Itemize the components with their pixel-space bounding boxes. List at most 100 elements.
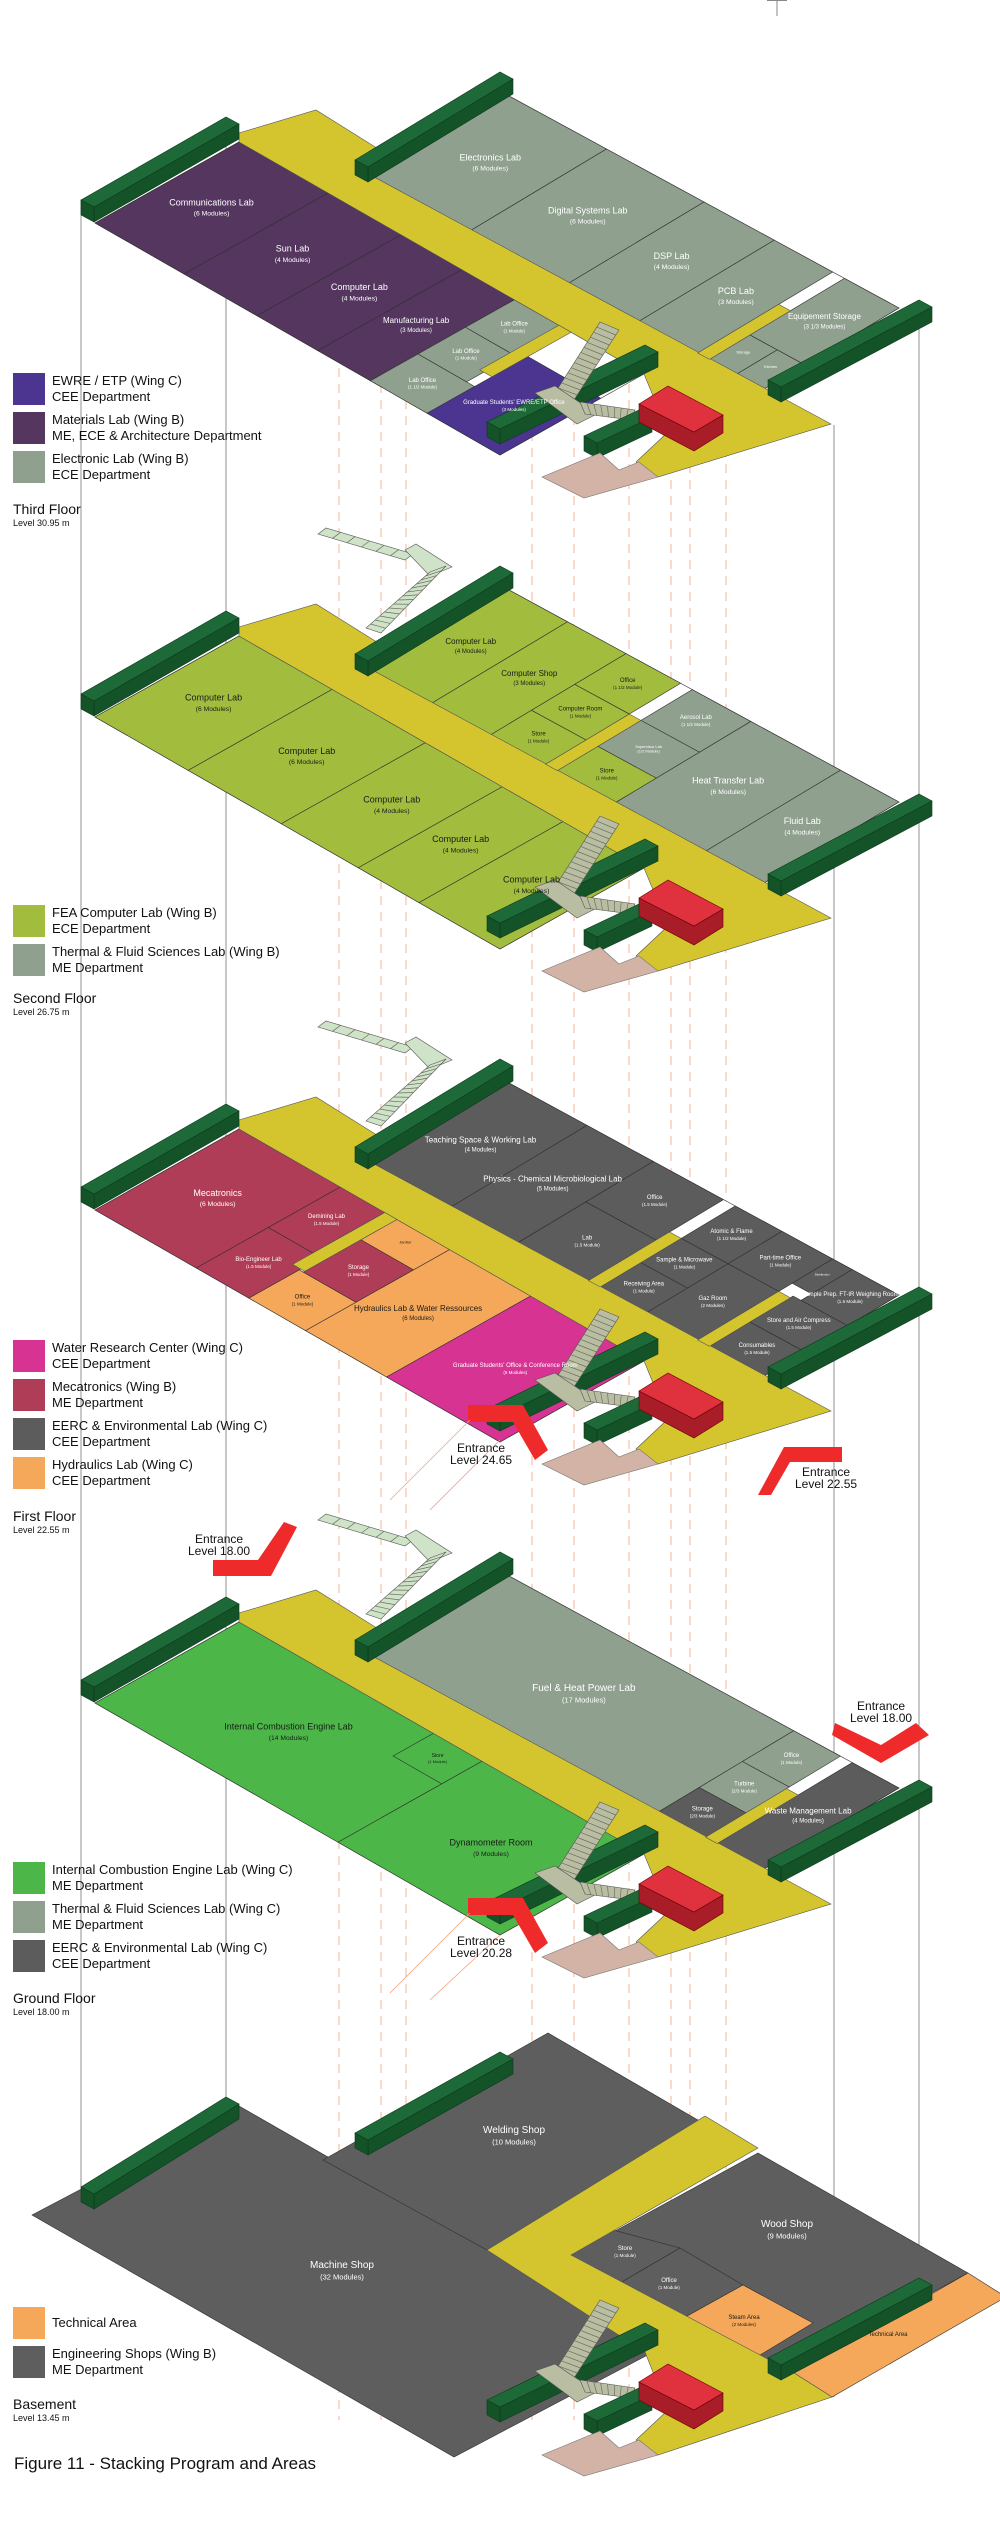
room-size: (1.5 Module) xyxy=(575,1242,601,1247)
legend-label: Thermal & Fluid Sciences Lab (Wing B) xyxy=(52,944,280,959)
legend-department: ME, ECE & Architecture Department xyxy=(52,428,262,443)
entrance-guide-line xyxy=(429,1439,501,1511)
room-label: Physics - Chemical Microbiological Lab(5… xyxy=(483,1175,622,1193)
stair-step xyxy=(561,1862,581,1871)
room-name: Atomic & Flame xyxy=(710,1229,753,1235)
room-label: Computer Lab (4 Modules) xyxy=(445,637,496,655)
legend-text: EWRE / ETP (Wing C)CEE Department xyxy=(52,373,182,405)
room-label: Internal Combustion Engine Lab(14 Module… xyxy=(224,1721,353,1741)
entrance-level: Level 24.65 xyxy=(450,1453,513,1467)
room-label: Heat Transfer Lab(6 Modules) xyxy=(692,776,764,796)
corridor-branch xyxy=(587,1231,682,1288)
stair-step xyxy=(407,589,423,593)
room-label: Sample & Microwave(1 Module) xyxy=(656,1257,713,1269)
room-size: (6 Modules) xyxy=(289,759,325,766)
corridor-branch xyxy=(697,1291,792,1347)
stair-step xyxy=(587,1821,607,1831)
corridor-branch xyxy=(697,304,792,360)
stair-step xyxy=(416,580,433,585)
room-size: (1.5 Module) xyxy=(786,1325,812,1330)
room-name: Graduate Students' Office & Conference R… xyxy=(453,1363,578,1369)
upper-wall-end xyxy=(354,1639,369,1663)
legend-text: Thermal & Fluid Sciences Lab (Wing C)ME … xyxy=(52,1901,280,1933)
room-label: Technical Area xyxy=(868,2332,908,2338)
room-size: (4 Modules) xyxy=(654,264,690,271)
room-name: Turbine xyxy=(734,1781,755,1787)
room-name: Lab Office xyxy=(501,322,529,328)
room-label: Hydraulics Lab & Water Ressources(6 Modu… xyxy=(354,1304,482,1322)
stair-step xyxy=(388,607,405,610)
room-name: Computer Room xyxy=(558,706,602,712)
room-size: (9 Modules) xyxy=(767,2232,807,2241)
stair-step xyxy=(593,2309,613,2319)
legend-swatch xyxy=(13,451,45,483)
legend-department: ME Department xyxy=(52,1395,144,1410)
stair-step xyxy=(586,2380,592,2393)
stair-step xyxy=(375,619,391,624)
stair-step xyxy=(593,1318,613,1328)
stair-step xyxy=(583,1827,604,1836)
room-name: Computer Lab xyxy=(363,795,420,805)
room-size: (1 Module) xyxy=(528,738,550,743)
room-size: (6 Modules) xyxy=(710,789,746,796)
room-label: Machine Shop(32 Modules) xyxy=(310,2260,374,2282)
legend-text: Thermal & Fluid Sciences Lab (Wing B)ME … xyxy=(52,944,280,976)
figure-caption: Figure 11 - Stacking Program and Areas xyxy=(14,2454,317,2473)
stair-step xyxy=(590,1816,610,1826)
left-wall-end xyxy=(80,1186,95,1210)
room-name: PCB Lab xyxy=(718,286,754,296)
entrance-arrow-icon xyxy=(758,1447,842,1495)
room-label: Fluid Lab(4 Modules) xyxy=(784,816,821,836)
room-size: (1 Module) xyxy=(596,775,618,780)
room-label: Store(1 Module) xyxy=(528,731,550,743)
stair-step xyxy=(586,402,592,415)
stair-step xyxy=(390,549,399,556)
legend-text: Hydraulics Lab (Wing C)CEE Department xyxy=(52,1457,193,1489)
stair-step xyxy=(619,407,622,419)
room-name: Storage xyxy=(692,1807,714,1813)
legend-text: Technical Area xyxy=(52,2315,137,2331)
room-label: Welding Shop(10 Modules) xyxy=(483,2125,546,2147)
room-label: Teaching Space & Working Lab(4 Modules) xyxy=(425,1135,537,1153)
room-name: Sun Lab xyxy=(276,244,310,254)
legend-department: ME Department xyxy=(52,1917,144,1932)
legend-swatch xyxy=(13,1940,45,1972)
room-size: (1 Module) xyxy=(658,2285,680,2290)
legend-item: EERC & Environmental Lab (Wing C)CEE Dep… xyxy=(13,1418,267,1450)
stair-step xyxy=(561,2360,581,2369)
stair-step xyxy=(332,1025,341,1032)
room-name: Graduate Students' EWRE/ETP Office xyxy=(463,400,565,406)
room-size: (1.5 Module) xyxy=(314,1221,340,1226)
stair-step xyxy=(425,1063,442,1070)
room-name: Computer Lab xyxy=(445,637,496,646)
stair-step xyxy=(593,825,613,835)
floor-level: Level 26.75 m xyxy=(13,1007,70,1017)
stair-step xyxy=(402,594,419,597)
stair-step xyxy=(558,881,578,890)
upper-staircase-landing xyxy=(404,543,453,577)
stair-step xyxy=(370,1116,386,1122)
legend-item: Internal Combustion Engine Lab (Wing C)M… xyxy=(13,1862,293,1894)
stair-step xyxy=(570,861,591,870)
floor-title: Basement xyxy=(13,2396,77,2412)
stair-step xyxy=(590,1323,610,1333)
room-name: Bio-Engineer Lab xyxy=(235,1257,282,1263)
floor-title: Third Floor xyxy=(13,501,81,517)
room-size: (4 Modules) xyxy=(455,649,487,655)
room-name: Storage xyxy=(348,1265,370,1271)
stair-step xyxy=(375,1531,385,1538)
legend-label: EERC & Environmental Lab (Wing C) xyxy=(52,1940,268,1955)
stair-step xyxy=(570,2345,591,2354)
stair-step xyxy=(375,1605,391,1610)
legend-item: Electronic Lab (Wing B)ECE Department xyxy=(13,451,262,483)
room-name: Digital Systems Lab xyxy=(548,205,628,215)
room-size: (1.5 Module) xyxy=(246,1264,272,1269)
room-size: (4 Modules) xyxy=(443,847,479,854)
legend-text: EERC & Environmental Lab (Wing C)CEE Dep… xyxy=(52,1940,267,1972)
room-name: Computer Lab xyxy=(185,692,242,702)
legend-swatch xyxy=(13,2346,45,2378)
room-name: Computer Lab xyxy=(331,282,388,292)
room-label: Office(1 Module) xyxy=(658,2278,680,2290)
